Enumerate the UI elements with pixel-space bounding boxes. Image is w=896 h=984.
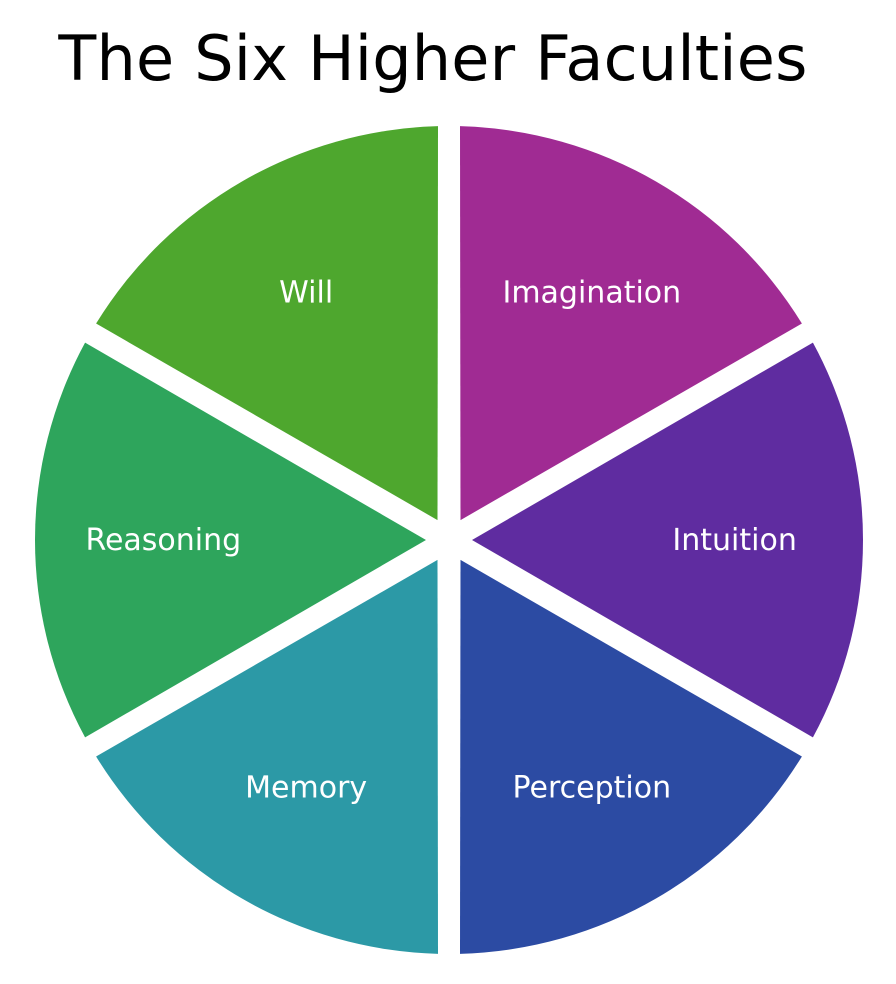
segment-intuition bbox=[472, 342, 864, 738]
segment-reasoning bbox=[34, 342, 426, 738]
segment-memory bbox=[96, 559, 438, 954]
segment-label-will: Will bbox=[279, 276, 333, 311]
segment-perception bbox=[460, 559, 802, 954]
segment-label-intuition: Intuition bbox=[672, 523, 796, 558]
segment-will bbox=[96, 126, 438, 521]
segment-label-memory: Memory bbox=[245, 770, 367, 805]
segment-label-reasoning: Reasoning bbox=[85, 523, 241, 558]
segment-imagination bbox=[460, 126, 802, 521]
segment-label-imagination: Imagination bbox=[502, 276, 681, 311]
segment-label-perception: Perception bbox=[513, 770, 672, 805]
diagram-title: The Six Higher Faculties bbox=[58, 22, 808, 95]
